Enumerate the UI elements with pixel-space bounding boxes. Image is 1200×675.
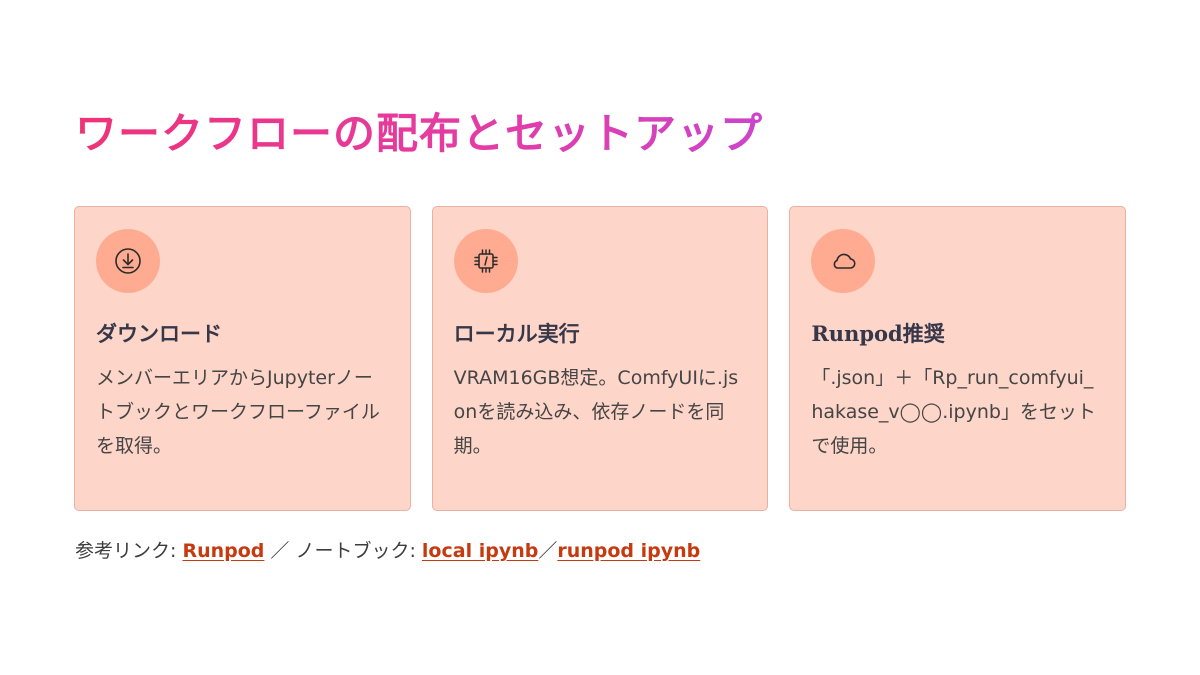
page-title: ワークフローの配布とセットアップ	[75, 106, 763, 162]
runpod-ipynb-link[interactable]: runpod ipynb	[557, 540, 701, 562]
chip-icon-badge	[453, 229, 518, 293]
card-title-download: ダウンロード	[96, 322, 222, 346]
download-icon	[115, 248, 141, 274]
notebook-label: ／ ノートブック:	[264, 540, 422, 562]
ref-label: 参考リンク:	[75, 540, 183, 562]
card-title-local: ローカル実行	[453, 322, 580, 346]
card-runpod: Runpod推奨 「.json」＋「Rp_run_comfyui_hakase_…	[789, 206, 1127, 511]
card-row: ダウンロード メンバーエリアからJupyterノートブックとワークフローファイル…	[74, 206, 1127, 511]
reference-links: 参考リンク: Runpod ／ ノートブック: local ipynb／runp…	[75, 536, 700, 566]
card-desc-download: メンバーエリアからJupyterノートブックとワークフローファイルを取得。	[96, 367, 380, 457]
link-separator: ／	[538, 540, 558, 562]
cloud-icon	[833, 253, 856, 269]
local-ipynb-link[interactable]: local ipynb	[421, 540, 539, 562]
chip-icon	[473, 249, 498, 273]
card-download: ダウンロード メンバーエリアからJupyterノートブックとワークフローファイル…	[74, 206, 411, 511]
download-icon-badge	[96, 229, 160, 293]
card-desc-local: VRAM16GB想定。ComfyUIに.jsonを読み込み、依存ノードを同期。	[453, 367, 739, 457]
cloud-icon-badge	[811, 229, 876, 293]
runpod-link[interactable]: Runpod	[182, 540, 265, 562]
card-local: ローカル実行 VRAM16GB想定。ComfyUIに.jsonを読み込み、依存ノ…	[431, 206, 769, 511]
card-desc-runpod: 「.json」＋「Rp_run_comfyui_hakase_v◯◯.ipynb…	[811, 367, 1096, 457]
card-title-runpod: Runpod推奨	[811, 321, 945, 346]
